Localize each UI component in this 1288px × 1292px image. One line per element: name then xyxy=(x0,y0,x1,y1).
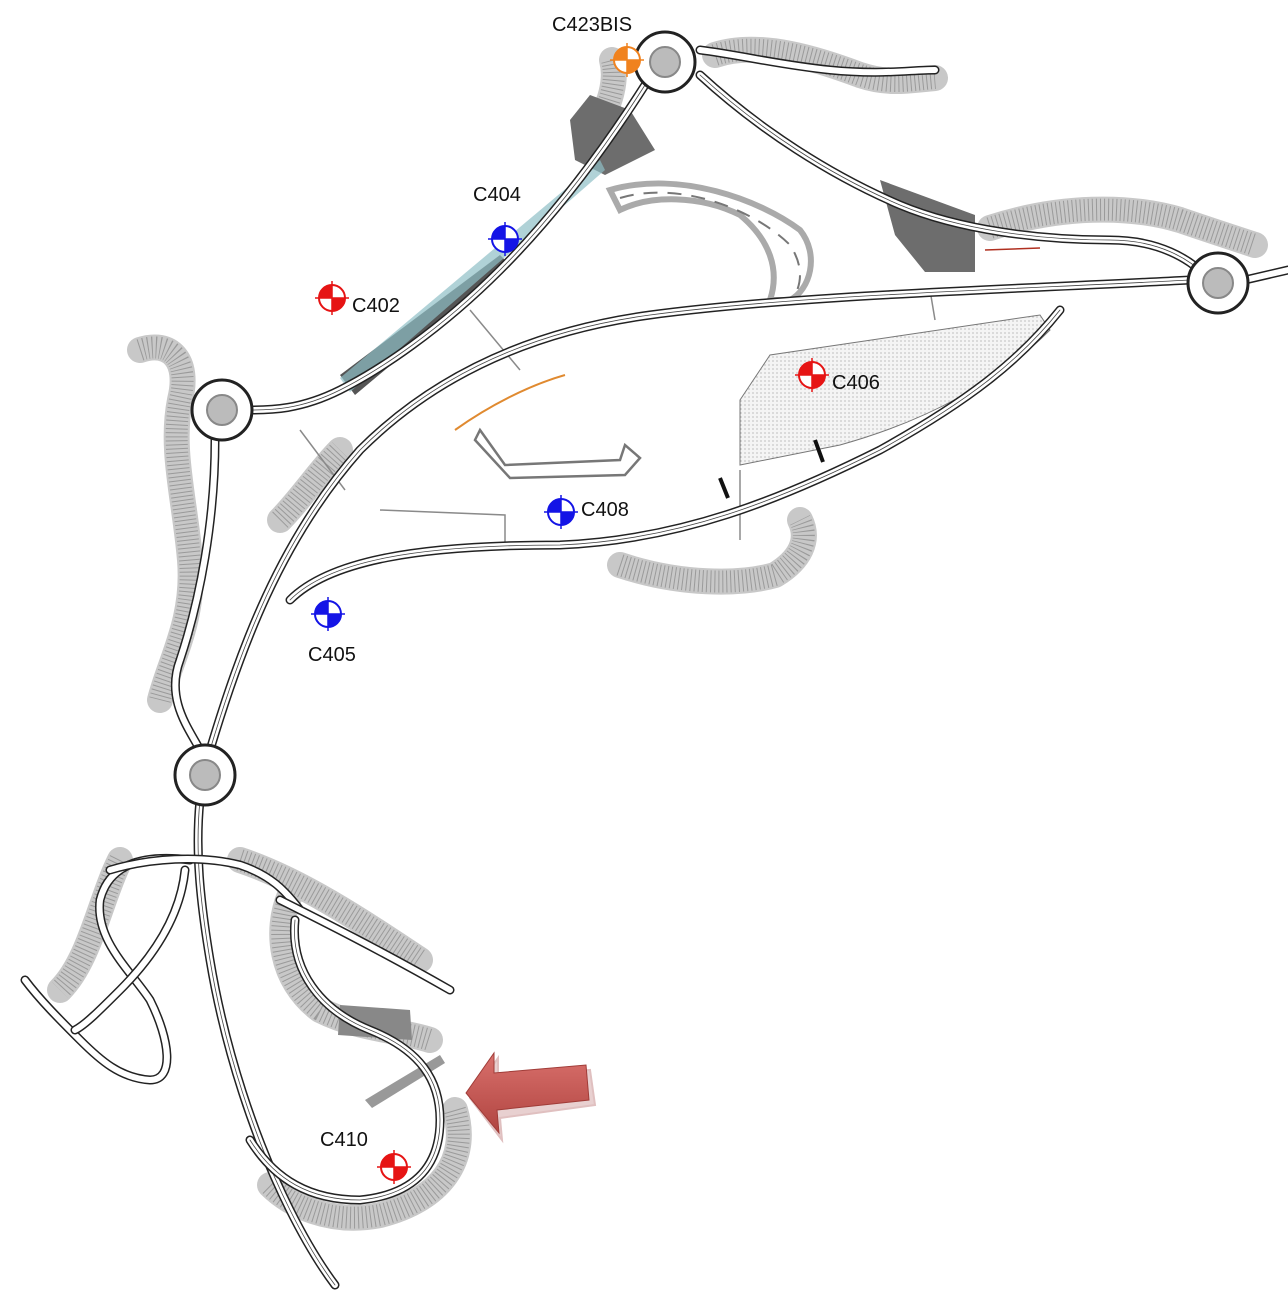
marker-c404-icon xyxy=(488,222,522,256)
marker-c402-icon xyxy=(315,281,349,315)
marker-label-c402: C402 xyxy=(352,295,400,317)
marker-c405-icon xyxy=(311,597,345,631)
roundabout-top xyxy=(633,30,697,94)
roads xyxy=(20,45,1288,1290)
marker-label-c423bis: C423BIS xyxy=(552,14,633,36)
survey-markers xyxy=(311,43,829,1184)
marker-label-c404: C404 xyxy=(473,184,521,206)
marker-label-c408: C408 xyxy=(581,499,629,521)
marker-label-c410: C410 xyxy=(320,1129,368,1151)
marker-c423bis-icon xyxy=(610,43,644,77)
site-areas xyxy=(338,95,1051,1108)
direction-arrow xyxy=(465,1051,597,1144)
roundabout-lower xyxy=(173,743,237,807)
marker-label-c406: C406 xyxy=(832,372,880,394)
embankments xyxy=(47,36,1268,1231)
marker-c410-icon xyxy=(377,1150,411,1184)
roundabout-left xyxy=(190,378,254,442)
marker-c408-icon xyxy=(544,495,578,529)
roundabouts xyxy=(173,30,1250,807)
roundabout-east xyxy=(1186,251,1250,315)
marker-label-c405: C405 xyxy=(308,644,356,666)
marker-c406-icon xyxy=(795,358,829,392)
